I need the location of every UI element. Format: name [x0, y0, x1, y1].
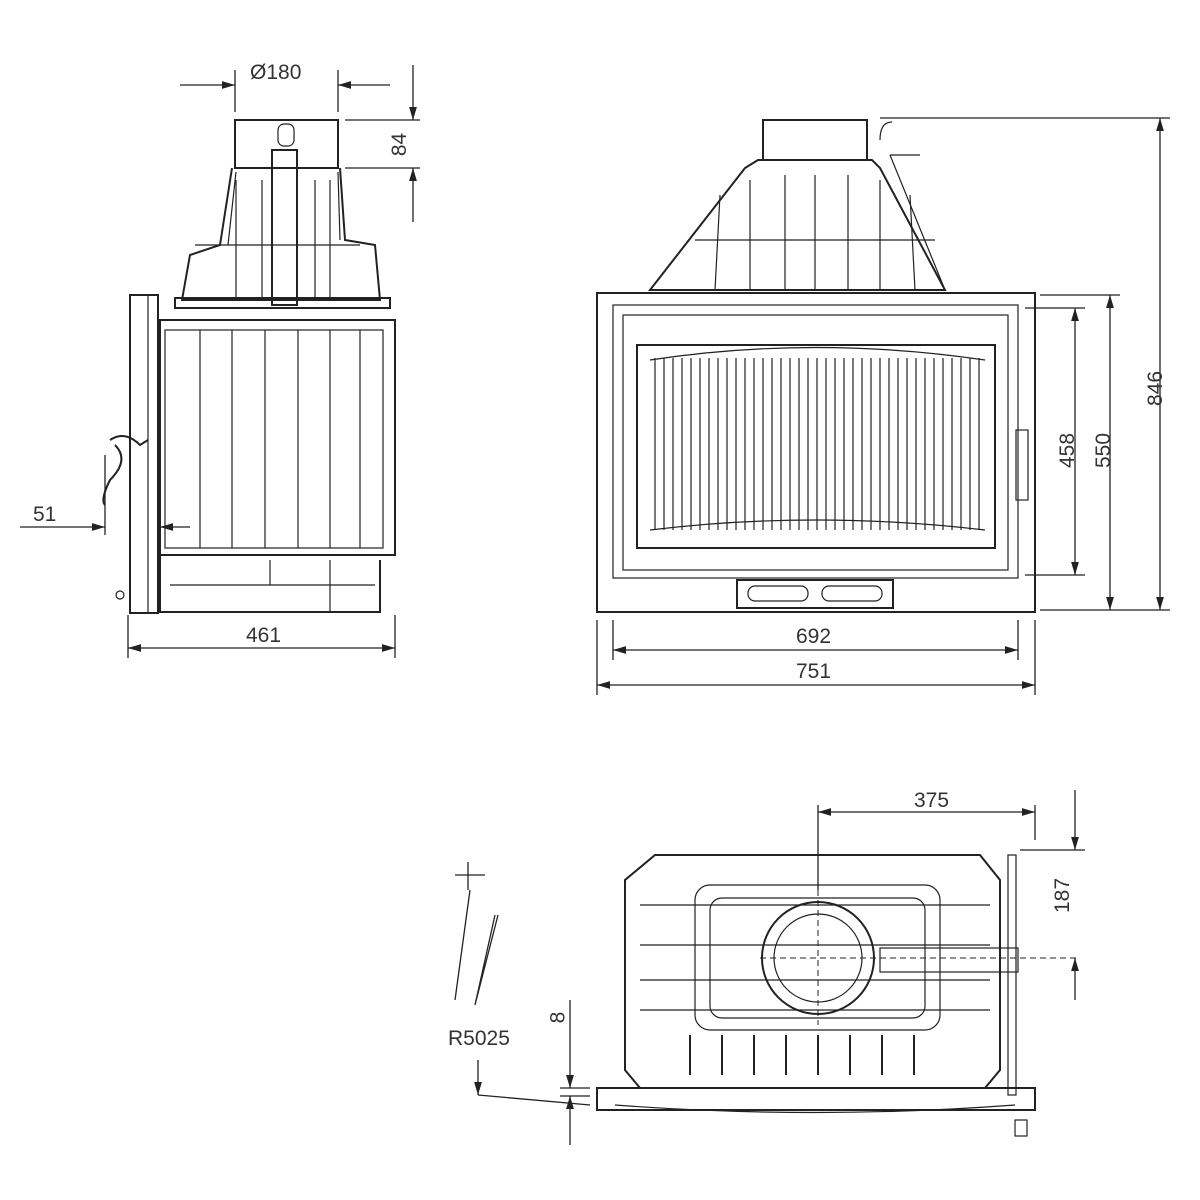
flue-diameter-label: Ø180	[250, 61, 302, 84]
side-view	[20, 65, 420, 658]
total-height-label: 846	[1144, 370, 1168, 407]
flue-offset-y-label: 187	[1051, 877, 1075, 914]
front-radius-label: R5025	[448, 1027, 510, 1050]
top-view	[454, 790, 1085, 1145]
flue-offset-x-label: 375	[914, 789, 950, 812]
total-width-label: 751	[796, 660, 832, 683]
depth-label: 461	[246, 624, 282, 647]
inner-width-label: 692	[796, 625, 832, 648]
front-gap-label: 8	[546, 1011, 570, 1024]
frame-height-label: 550	[1092, 432, 1116, 469]
door-offset-label: 51	[33, 503, 57, 526]
glass-height-label: 458	[1056, 432, 1080, 469]
flue-height-label: 84	[388, 132, 412, 157]
front-view	[596, 117, 1170, 695]
